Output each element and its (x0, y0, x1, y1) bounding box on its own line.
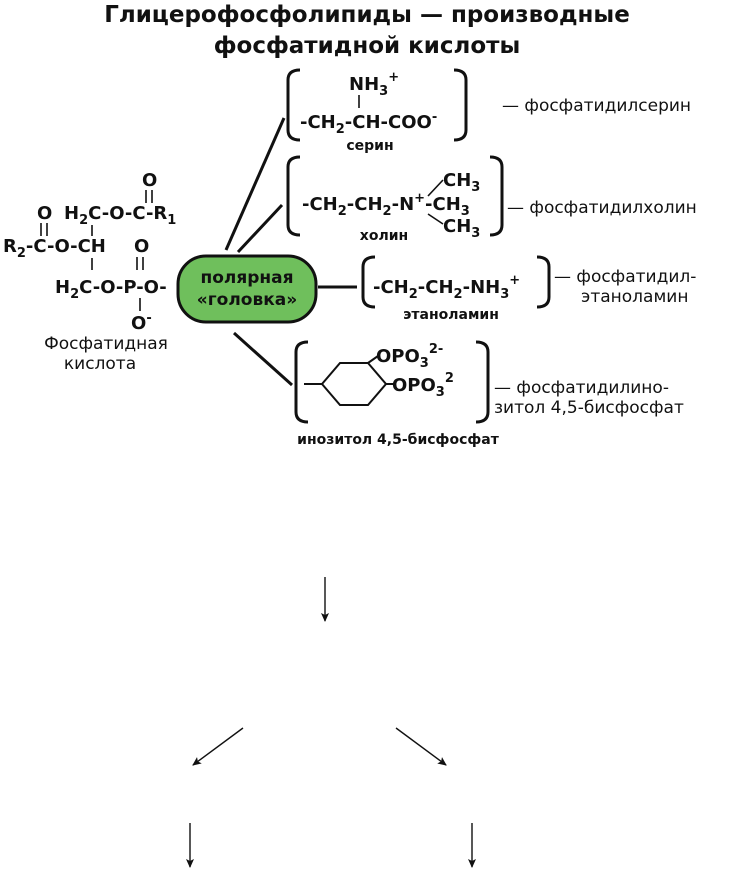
carbonyl-oxygen-top: O (142, 170, 157, 191)
inositol-bond-top (367, 355, 379, 364)
carbonyl-oxygen-left: O (37, 203, 52, 224)
ethanolamine-name: этаноламин (403, 307, 499, 323)
inositol-ring (320, 362, 388, 406)
inositol-bracket-right (475, 340, 490, 424)
choline-methyl-bottom: CH3 (443, 216, 480, 241)
title-line-1: Глицерофосфолипиды — производные (104, 2, 630, 28)
phosphatidylcholine-label: — фосфатидилхолин (507, 198, 697, 218)
phosphatidylethanolamine-label-1: — фосфатидил- (554, 267, 696, 287)
chain-bottom: H2C-O-P-O- (55, 277, 167, 302)
choline-bond-top (427, 179, 444, 197)
choline-bond-bottom (427, 213, 444, 225)
serine-name: серин (346, 138, 393, 154)
down-left-arrow-icon (192, 727, 244, 766)
ethanolamine-bracket-right (536, 255, 551, 309)
inositol-group: OPO32- OPO32 инозитол 4,5-бисфосфат — фо… (294, 340, 684, 448)
down-right-arrow-icon (395, 727, 447, 766)
connector-to-inositol (232, 331, 294, 387)
phosphatidylinositol-label-1: — фосфатидилино- (494, 378, 669, 398)
inositol-phosphate-bottom: OPO32 (392, 371, 454, 400)
phosphatidic-acid-structure: O H2C-O-C-R1 O R2-C-O-CH O H2C-O-P-O- O-… (3, 170, 176, 374)
choline-group: CH3 -CH2-CH2-N+-CH3 CH3 холин — фосфатид… (286, 155, 697, 244)
phosphoryl-oxygen: O (134, 236, 149, 257)
polar-head-label-2: «головка» (197, 290, 297, 310)
connector-lines (224, 117, 357, 387)
ethanolamine-group: -CH2-CH2-NH3+ этаноламин — фосфатидил- э… (361, 255, 696, 323)
ethanolamine-bracket-left (361, 255, 376, 309)
polar-head-label-1: полярная (200, 268, 293, 288)
serine-group: NH3+ -CH2-CH-COO- серин — фосфатидилсери… (286, 68, 691, 154)
connector-to-serine (224, 117, 286, 251)
chain-middle: R2-C-O-CH (3, 236, 106, 261)
phosphatidylethanolamine-label-2: этаноламин (581, 287, 688, 307)
ethanolamine-formula: -CH2-CH2-NH3+ (373, 273, 520, 302)
choline-methyl-top: CH3 (443, 170, 480, 195)
phosphatidylserine-label: — фосфатидилсерин (502, 96, 691, 116)
serine-formula: -CH2-CH-COO- (300, 110, 437, 137)
polar-head-shape (176, 254, 318, 324)
serine-amino: NH3+ (349, 70, 399, 99)
choline-bracket-left (286, 155, 301, 237)
choline-name: холин (360, 228, 408, 244)
polar-head-group: полярная «головка» (176, 254, 318, 324)
anionic-oxygen: O- (131, 311, 152, 334)
flow-arrows (186, 577, 476, 868)
inositol-name: инозитол 4,5-бисфосфат (297, 432, 500, 448)
title-line-2: фосфатидной кислоты (214, 33, 521, 59)
inositol-phosphate-top: OPO32- (376, 342, 443, 371)
serine-bracket-left (286, 68, 301, 142)
phosphatidylinositol-label-2: зитол 4,5-бисфосфат (494, 398, 684, 418)
phosphatidic-acid-label-1: Фосфатидная (44, 334, 168, 354)
inositol-bracket-left (294, 340, 309, 424)
phosphatidic-acid-label-2: кислота (64, 354, 136, 374)
choline-formula: -CH2-CH2-N+-CH3 (302, 191, 470, 219)
choline-bracket-right (489, 155, 504, 237)
chain-top: H2C-O-C-R1 (64, 203, 176, 228)
connector-to-choline (236, 203, 284, 254)
serine-bracket-right (453, 68, 468, 142)
